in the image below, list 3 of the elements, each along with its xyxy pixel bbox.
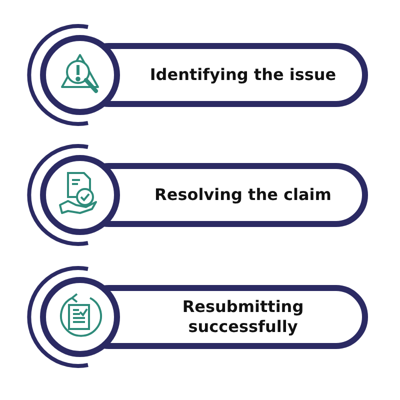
step-label: Resubmitting successfully <box>181 297 305 337</box>
step-label: Identifying the issue <box>150 65 336 85</box>
step-label: Resolving the claim <box>154 185 332 205</box>
